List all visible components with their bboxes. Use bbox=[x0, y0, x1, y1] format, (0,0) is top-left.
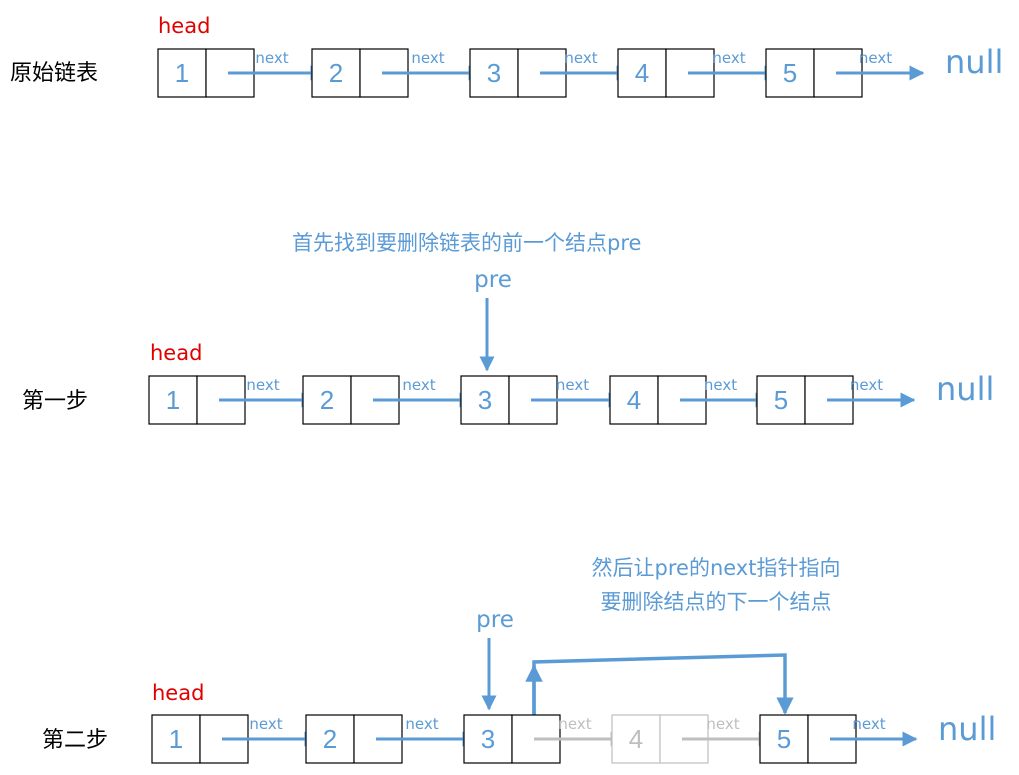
node-data-cell bbox=[460, 375, 510, 425]
node-value: 1 bbox=[166, 385, 180, 415]
list-node: 1 bbox=[157, 48, 255, 98]
null-label: null bbox=[938, 710, 996, 748]
node-value: 3 bbox=[478, 385, 492, 415]
list-node: 3 bbox=[463, 714, 561, 764]
node-value: 1 bbox=[175, 58, 189, 88]
node-data-cell bbox=[157, 48, 207, 98]
node-value: 4 bbox=[635, 58, 649, 88]
node-value: 4 bbox=[629, 724, 643, 754]
next-label: next bbox=[712, 49, 745, 67]
next-label: next bbox=[556, 376, 589, 394]
step-one-caption: 首先找到要删除链表的前一个结点pre bbox=[292, 231, 641, 255]
node-value: 2 bbox=[320, 385, 334, 415]
row-label-original: 原始链表 bbox=[10, 61, 98, 86]
step-one-row: 首先找到要删除链表的前一个结点pre pre 第一步 head 1 next 2 ne… bbox=[22, 231, 994, 425]
node-data-cell bbox=[756, 375, 806, 425]
node-data-cell bbox=[765, 48, 815, 98]
node-value: 3 bbox=[487, 58, 501, 88]
node-value: 3 bbox=[481, 724, 495, 754]
node-list: 1 next 2 next 3 next 4 next 5 next null bbox=[148, 370, 994, 425]
next-label: next bbox=[405, 715, 438, 733]
node-value: 4 bbox=[627, 385, 641, 415]
next-label: next bbox=[564, 49, 597, 67]
next-label: next bbox=[850, 376, 883, 394]
row-label-step-two: 第二步 bbox=[42, 728, 108, 753]
next-label: next bbox=[704, 376, 737, 394]
next-label: next bbox=[402, 376, 435, 394]
row-label-step-one: 第一步 bbox=[22, 389, 88, 414]
original-list-row: 原始链表 head 1 next 2 next 3 next 4 next 5 next null bbox=[10, 14, 1003, 98]
node-data-cell bbox=[148, 375, 198, 425]
node-value: 5 bbox=[783, 58, 797, 88]
node-data-cell bbox=[151, 714, 201, 764]
head-label: head bbox=[152, 681, 204, 705]
step-two-caption-line2: 要删除结点的下一个结点 bbox=[601, 590, 832, 614]
list-node: 3 bbox=[460, 375, 558, 425]
null-label: null bbox=[936, 370, 994, 408]
null-label: null bbox=[945, 43, 1003, 81]
next-label: next bbox=[852, 715, 885, 733]
next-label: next bbox=[706, 715, 739, 733]
head-label: head bbox=[158, 14, 210, 38]
next-label: next bbox=[859, 49, 892, 67]
node-value: 2 bbox=[329, 58, 343, 88]
node-value: 5 bbox=[777, 724, 791, 754]
node-list: 1 next 2 next 3 next 4 next 5 next null bbox=[157, 43, 1003, 98]
head-label: head bbox=[150, 341, 202, 365]
node-list: 1 next 2 next 3 next 4 next 5 next null bbox=[151, 710, 996, 764]
node-data-cell bbox=[305, 714, 355, 764]
node-data-cell bbox=[759, 714, 809, 764]
step-two-row: 然后让pre的next指针指向 要删除结点的下一个结点 pre 第二步 head… bbox=[42, 556, 996, 764]
next-label: next bbox=[558, 715, 591, 733]
next-label: next bbox=[249, 715, 282, 733]
next-label: next bbox=[246, 376, 279, 394]
node-value: 2 bbox=[323, 724, 337, 754]
next-label: next bbox=[255, 49, 288, 67]
step-two-caption-line1: 然后让pre的next指针指向 bbox=[592, 556, 841, 580]
pre-pointer-label: pre bbox=[474, 267, 512, 293]
list-node: 1 bbox=[148, 375, 246, 425]
node-value: 1 bbox=[169, 724, 183, 754]
next-label: next bbox=[411, 49, 444, 67]
pre-pointer-label: pre bbox=[476, 607, 514, 633]
node-data-cell bbox=[617, 48, 667, 98]
node-data-cell bbox=[311, 48, 361, 98]
node-data-cell bbox=[611, 714, 661, 764]
node-value: 5 bbox=[774, 385, 788, 415]
node-data-cell bbox=[609, 375, 659, 425]
